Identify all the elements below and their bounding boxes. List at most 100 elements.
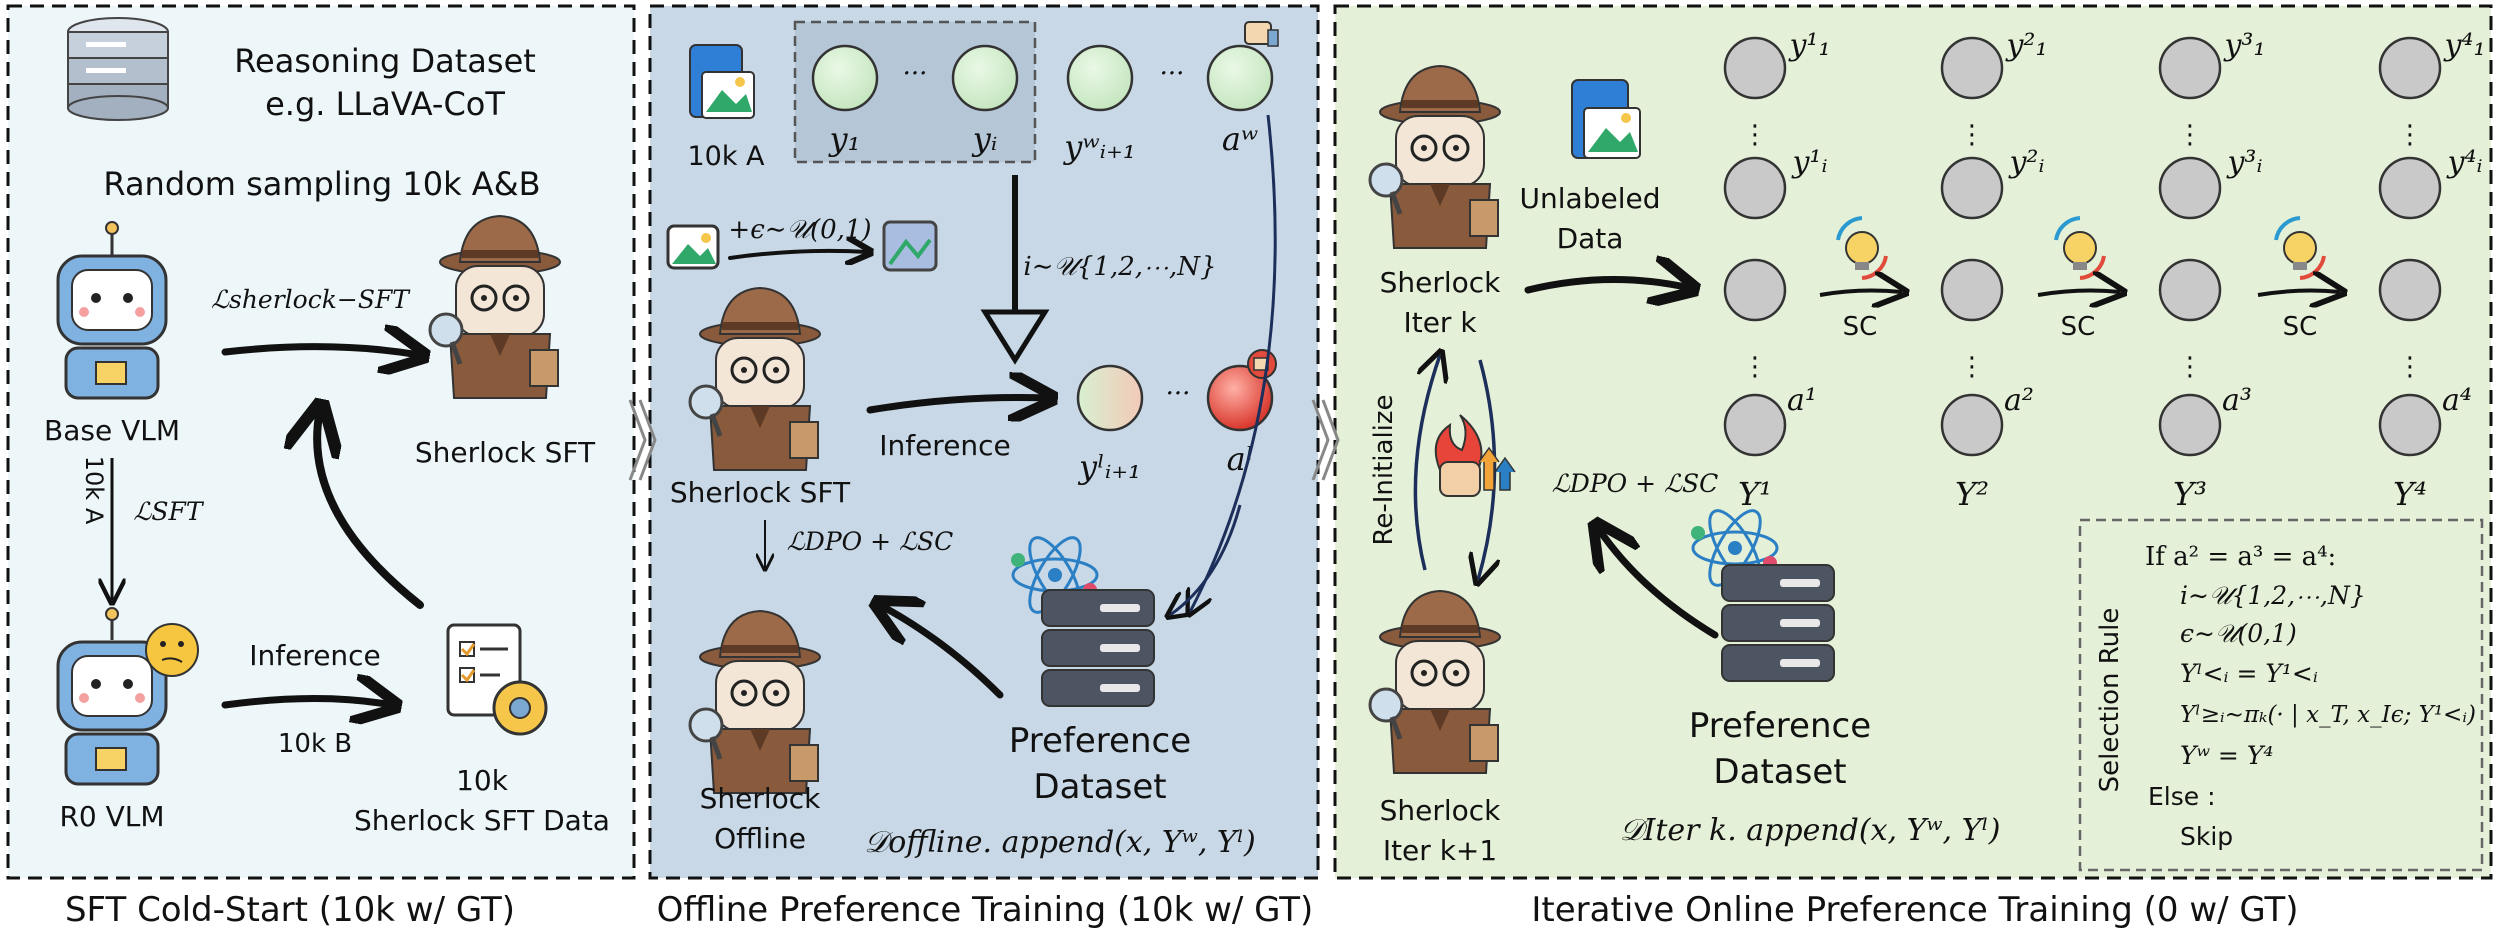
sc-bulb-icon-3 xyxy=(2274,216,2326,280)
index-sample-label: i∼𝒰{1,2,⋯,N} xyxy=(1023,252,1216,282)
label-y1: y₁ xyxy=(828,120,861,158)
col1-mid: y¹ᵢ xyxy=(1790,145,1827,180)
selection-rule-title: Selection Rule xyxy=(2095,608,2125,793)
rule-line-chosen: Yʷ = Y⁴ xyxy=(2180,741,2273,770)
loss-label-p2: ℒDPO + ℒSC xyxy=(787,527,953,556)
dots-chosen-1: ··· xyxy=(903,59,928,89)
panel-chevron-2 xyxy=(1311,399,1340,481)
sherlock-sft-label-p2: Sherlock SFT xyxy=(670,476,851,509)
checklist-gear-icon xyxy=(446,623,548,736)
loss-sft: ℒSFT xyxy=(133,497,204,526)
power-up-fist-icon xyxy=(1434,414,1516,497)
thumbs-up-icon xyxy=(1244,21,1279,47)
sc-label-2: SC xyxy=(2061,312,2096,342)
arrow-iter-k-to-samples xyxy=(1524,279,1690,290)
loss-label-p3: ℒDPO + ℒSC xyxy=(1552,469,1718,498)
col1-cap: Y¹ xyxy=(1738,475,1772,513)
node-yw-next xyxy=(1066,44,1134,112)
r0-vlm-label: R0 VLM xyxy=(59,800,164,833)
image-doc-icon xyxy=(689,44,755,119)
svg-text:⋮: ⋮ xyxy=(1959,352,1985,382)
caption-offline: Offline Preference Training (10k w/ GT) xyxy=(657,890,1314,930)
split-b-label: 10k B xyxy=(278,729,352,759)
svg-text:⋮: ⋮ xyxy=(2397,352,2423,382)
arrow-data-to-sherlock xyxy=(317,410,424,609)
sherlock-sft-detective-icon-p2 xyxy=(688,286,821,471)
iter-k-line1: Sherlock xyxy=(1380,266,1502,299)
sft-data-count: 10k xyxy=(456,764,509,797)
rule-line-eps: ϵ∼𝒰(0,1) xyxy=(2180,619,2297,648)
svg-text:⋮: ⋮ xyxy=(2177,120,2203,150)
svg-text:⋮: ⋮ xyxy=(2177,352,2203,382)
sherlock-iter-k1-detective-icon xyxy=(1368,589,1501,774)
node-yi xyxy=(951,44,1019,112)
image-icon xyxy=(666,224,720,270)
svg-text:⋮: ⋮ xyxy=(1959,120,1985,150)
pref-dataset-line2-p3: Dataset xyxy=(1713,752,1846,792)
node-col-3: ⋮ ⋮ xyxy=(2158,36,2222,457)
node-yl-next xyxy=(1076,364,1144,432)
sc-bulb-icon-2 xyxy=(2054,216,2106,280)
col2-ans: a² xyxy=(2004,383,2034,418)
sherlock-offline-detective-icon xyxy=(688,609,821,794)
iter-k-line2: Iter k xyxy=(1403,306,1477,339)
col3-top: y³₁ xyxy=(2222,28,2265,63)
iter-k1-line2: Iter k+1 xyxy=(1383,834,1497,867)
col2-cap: Y² xyxy=(1955,475,1989,513)
sc-label-1: SC xyxy=(1843,312,1878,342)
sc-bulb-icon-1 xyxy=(1836,216,1888,280)
selection-rule-box xyxy=(2078,518,2484,872)
arrow-noise xyxy=(728,251,868,258)
sc-arrow-2 xyxy=(2037,291,2120,295)
unlabeled-line2: Data xyxy=(1557,222,1624,255)
svg-text:⋮: ⋮ xyxy=(2397,120,2423,150)
sc-arrow-1 xyxy=(1819,291,1902,295)
split-a-label-p2: 10k A xyxy=(687,141,765,172)
col4-top: y⁴₁ xyxy=(2442,28,2485,63)
base-vlm-label: Base VLM xyxy=(44,414,180,447)
unlabeled-line1: Unlabeled xyxy=(1520,182,1661,215)
col3-ans: a³ xyxy=(2222,383,2252,418)
col4-cap: Y⁴ xyxy=(2393,475,2427,513)
col2-mid: y²ᵢ xyxy=(2007,145,2044,180)
arrow-r0-to-data xyxy=(221,699,392,706)
loss-sherlock-sft: ℒsherlock−SFT xyxy=(211,285,411,314)
caption-sft: SFT Cold-Start (10k w/ GT) xyxy=(65,890,515,930)
pref-dataset-line1-p3: Preference xyxy=(1689,706,1871,746)
big-down-arrow-head xyxy=(980,309,1050,365)
noisy-image-icon xyxy=(882,220,938,272)
col1-ans: a¹ xyxy=(1787,383,1817,418)
label-yi: yᵢ xyxy=(971,120,998,158)
col4-ans: a⁴ xyxy=(2442,383,2472,418)
dataset-title: Reasoning Dataset xyxy=(234,42,536,80)
split-a-label-p1: 10k A xyxy=(80,456,108,525)
r0-vlm-robot-icon xyxy=(56,607,168,786)
thumbs-down-icon xyxy=(1247,349,1277,379)
node-col-2: ⋮ ⋮ xyxy=(1940,36,2004,457)
svg-text:⋮: ⋮ xyxy=(1742,352,1768,382)
dots-chosen-2: ··· xyxy=(1160,59,1185,89)
sampling-label: Random sampling 10k A&B xyxy=(103,165,540,203)
server-atom-icon-p3 xyxy=(1691,509,1835,682)
sherlock-offline-line2: Offline xyxy=(714,822,806,855)
arrow-al-to-dataset xyxy=(1170,504,1242,615)
col4-mid: y⁴ᵢ xyxy=(2445,145,2482,180)
node-aw xyxy=(1206,44,1274,112)
dataset-example: e.g. LLaVA-CoT xyxy=(265,85,505,123)
server-atom-icon-p2 xyxy=(1011,536,1155,707)
rule-line-policy: Yˡ≥ᵢ∼πₖ(· | x_T, x_Iϵ; Y¹<ᵢ) xyxy=(2180,702,2476,728)
sherlock-sft-detective-icon xyxy=(428,214,561,399)
append-formula-p3: 𝒟Iter k. append(x, Yʷ, Yˡ) xyxy=(1620,813,2001,848)
pref-dataset-line1-p2: Preference xyxy=(1009,721,1191,761)
node-y1 xyxy=(811,44,879,112)
reinit-label: Re-Initialize xyxy=(1369,394,1399,545)
append-formula-p2: 𝒟offline. append(x, Yʷ, Yˡ) xyxy=(864,825,1255,860)
caption-online: Iterative Online Preference Training (0 … xyxy=(1531,890,2298,930)
col3-cap: Y³ xyxy=(2173,475,2207,513)
sherlock-sft-label-p1: Sherlock SFT xyxy=(415,436,596,469)
sc-arrow-3 xyxy=(2257,291,2340,295)
node-al xyxy=(1206,364,1274,432)
arrow-inference-p2 xyxy=(866,398,1048,411)
rule-line-skip: Skip xyxy=(2180,822,2233,851)
